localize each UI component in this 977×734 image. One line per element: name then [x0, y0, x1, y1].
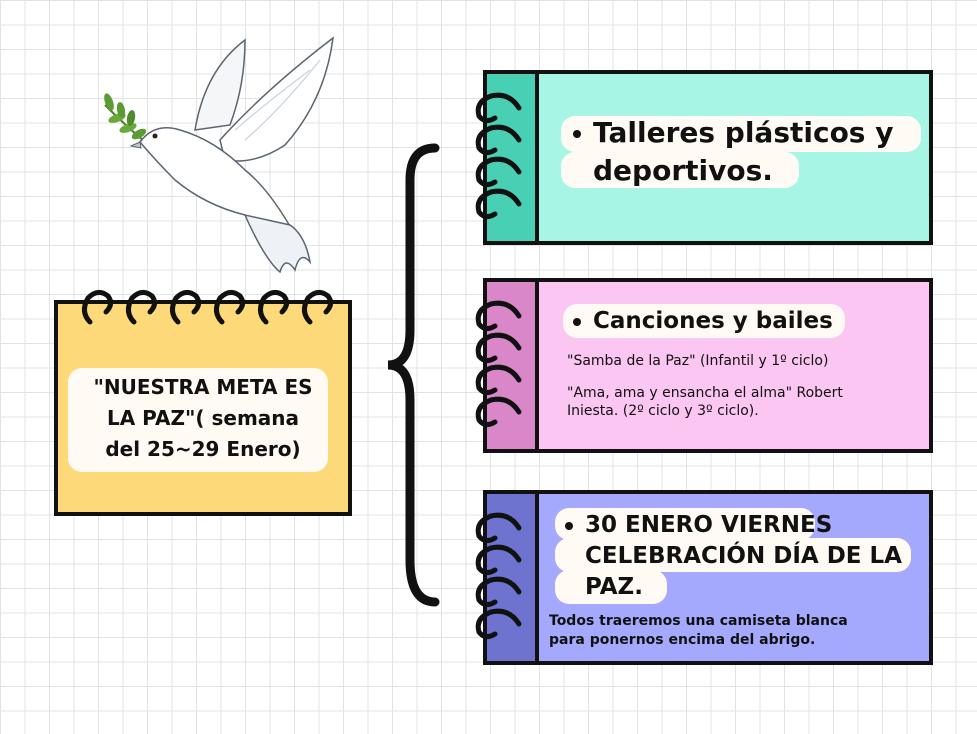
card-3-title-line-3: PAZ. — [585, 574, 643, 600]
notebook-spiral-left — [475, 92, 522, 220]
card-canciones: Canciones y bailes "Samba de la Paz" (In… — [483, 278, 933, 453]
card-2-line-1: "Samba de la Paz" (Infantil y 1º ciclo) — [567, 353, 829, 369]
card-title-pill — [563, 304, 845, 338]
notebook-spiral-left — [475, 300, 522, 428]
card-title-pill-2 — [555, 538, 911, 572]
main-note-line-1: "NUESTRA META ES — [93, 375, 313, 399]
main-note-line-3: del 25~29 Enero) — [105, 437, 301, 461]
card-3-note-line-1: Todos traeremos una camiseta blanca — [549, 613, 848, 629]
card-title-pill-2 — [561, 152, 799, 188]
card-1-title-line-1: Talleres plásticos y — [593, 116, 894, 149]
main-note-label — [68, 368, 328, 472]
card-1-title-line-2: deportivos. — [593, 154, 773, 187]
card-2-title: Canciones y bailes — [593, 308, 833, 334]
bullet-icon — [573, 130, 581, 138]
bullet-icon — [565, 521, 573, 530]
card-3-title-line-1: 30 ENERO VIERNES — [585, 512, 833, 538]
dove-illustration — [104, 36, 334, 274]
card-title-pill-3 — [555, 570, 667, 604]
card-2-line-2: "Ama, ama y ensancha el alma" Robert — [567, 385, 843, 401]
olive-branch-icon — [104, 93, 147, 143]
notebook-spiral-left — [475, 512, 522, 640]
card-3-title-line-2: CELEBRACIÓN DÍA DE LA — [585, 543, 902, 569]
card-talleres: Talleres plásticos y deportivos. — [483, 70, 933, 245]
card-2-line-3: Iniesta. (2º ciclo y 3º ciclo). — [567, 403, 759, 419]
notebook-spiral-top — [82, 290, 334, 325]
main-note-line-2: LA PAZ"( semana — [106, 406, 300, 430]
card-title-pill — [561, 116, 921, 152]
curly-brace — [387, 143, 440, 607]
bullet-icon — [573, 317, 581, 326]
card-3-note-line-2: para ponernos encima del abrigo. — [549, 632, 816, 648]
card-celebracion: 30 ENERO VIERNES CELEBRACIÓN DÍA DE LA P… — [483, 490, 933, 665]
card-title-pill — [555, 508, 815, 540]
main-note-card: "NUESTRA META ES LA PAZ"( semana del 25~… — [54, 300, 352, 516]
